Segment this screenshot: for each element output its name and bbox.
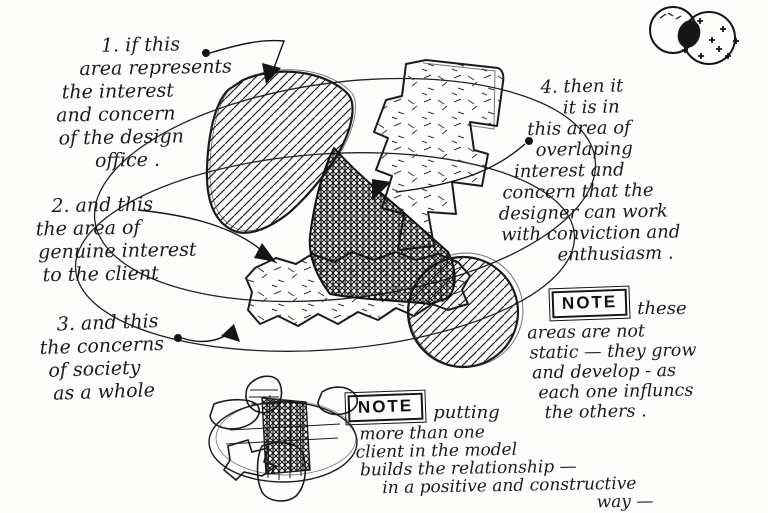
text-line: 2. and this xyxy=(51,193,154,218)
text-line: way — xyxy=(596,491,654,513)
note-bottom: NOTE putting xyxy=(344,389,500,426)
mini-venn-plus-doodle xyxy=(649,6,739,65)
text-line: as a whole xyxy=(52,379,156,405)
text-line: genuine interest xyxy=(38,238,197,264)
leader-dot-3 xyxy=(174,334,182,342)
text-line: and concern xyxy=(56,102,176,127)
note-right-box: NOTE xyxy=(548,285,631,322)
text-line: 1. if this xyxy=(100,33,181,57)
note-right: NOTE these xyxy=(548,285,687,322)
arrow-into-design-office xyxy=(262,63,281,84)
text-line: overlaping xyxy=(535,138,633,161)
leader-dot-1 xyxy=(202,49,210,57)
text-line: the interest xyxy=(61,79,175,104)
arrow-into-society xyxy=(221,324,240,342)
text-line: area represents xyxy=(79,55,233,81)
note-right-lead: these xyxy=(637,298,687,319)
text-line: the others . xyxy=(544,401,647,424)
text-line: to the client xyxy=(42,262,159,287)
text-line: interest and xyxy=(513,159,625,183)
text-line: of the design xyxy=(58,125,185,150)
text-line: enthusiasm . xyxy=(557,242,674,266)
arrow-into-overlap-left xyxy=(254,243,276,262)
note-bottom-box: NOTE xyxy=(344,389,427,426)
text-line: the area of xyxy=(35,216,141,241)
arrow-into-overlap-top xyxy=(372,179,391,201)
text-line: 4. then it xyxy=(540,75,624,98)
text-line: the concerns xyxy=(39,332,165,360)
overlap-area xyxy=(308,147,456,305)
text-line: office . xyxy=(94,148,161,172)
text-line: each one influncs xyxy=(538,380,694,404)
note-bottom-lead: putting xyxy=(433,402,500,423)
text-line: it is in xyxy=(562,96,620,119)
multi-client-cluster-doodle xyxy=(208,375,358,502)
design-office-area xyxy=(205,69,356,234)
leader-lines xyxy=(137,39,533,343)
leader-dot-4 xyxy=(525,137,533,145)
text-line: this area of xyxy=(527,117,631,141)
